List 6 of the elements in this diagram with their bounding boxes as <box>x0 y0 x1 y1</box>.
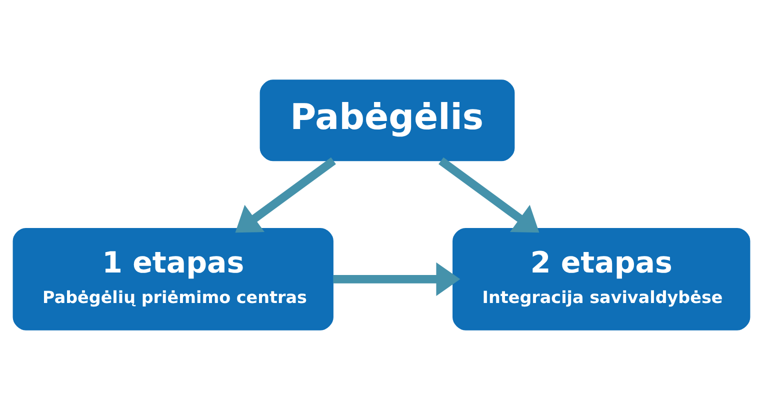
node-box: 2 etapas Integracija savivaldybėse <box>452 228 750 330</box>
arrow <box>333 262 460 296</box>
node-box: 1 etapas Pabėgėlių priėmimo centras <box>12 228 334 330</box>
node-box: Pabėgėlis <box>260 80 515 162</box>
arrow <box>438 157 540 233</box>
arrow <box>235 157 336 233</box>
